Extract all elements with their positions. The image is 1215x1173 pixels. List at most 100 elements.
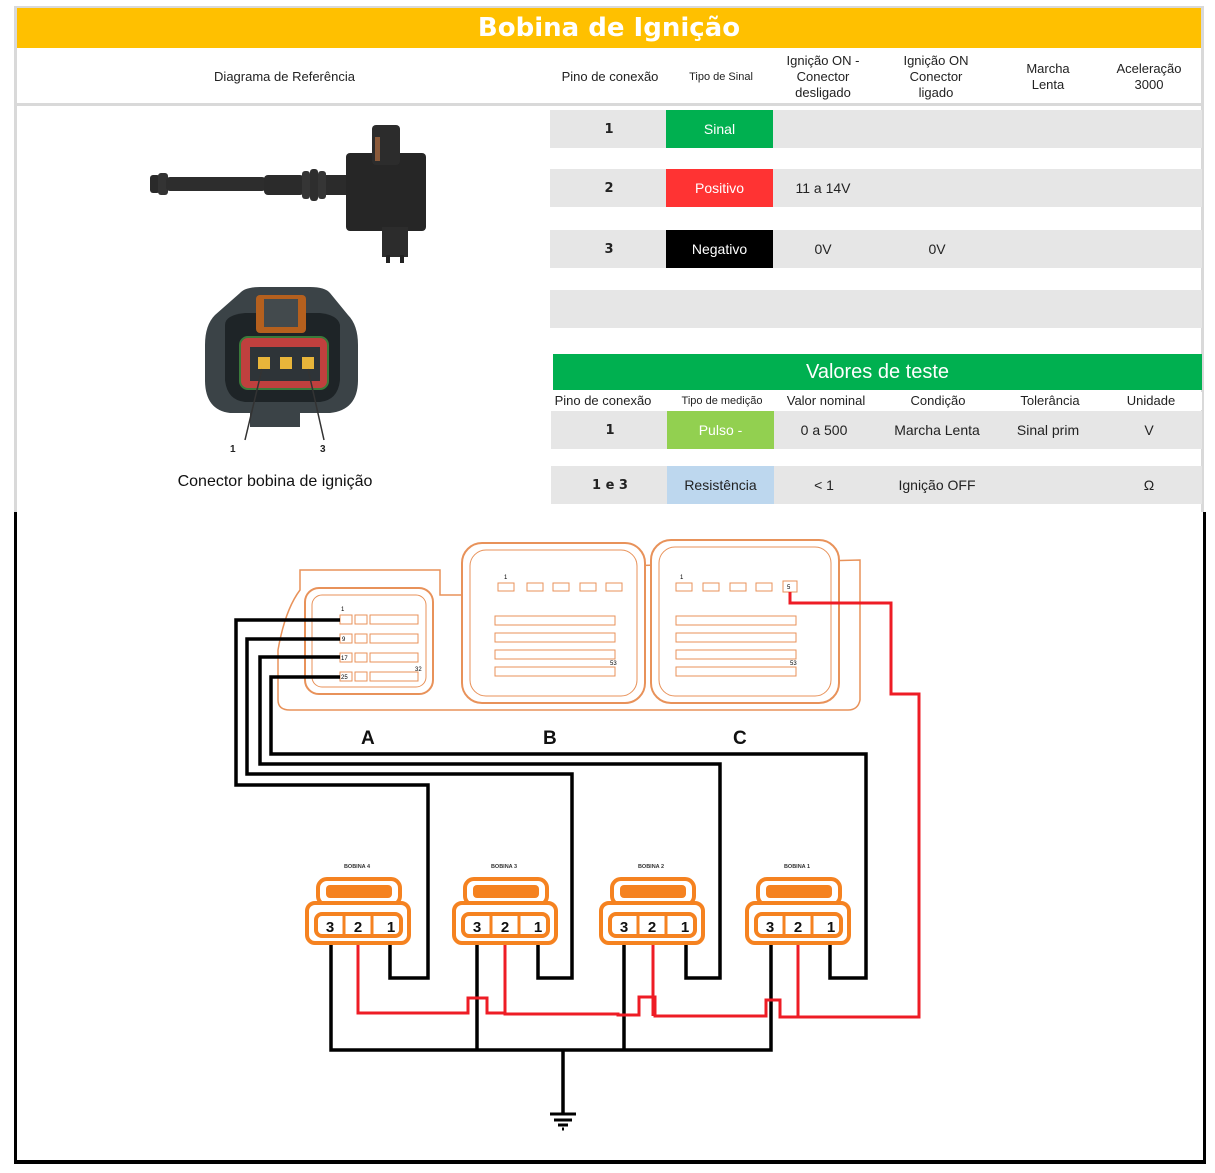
header-ign-on-disconnected: Ignição ON - Conector desligado	[786, 53, 860, 100]
connector-a: 1 9 17 25 32	[304, 587, 434, 695]
coil-pin-block	[314, 912, 403, 938]
pin-label-c5: 5	[787, 585, 791, 591]
coil-label: BOBINA 3	[491, 864, 517, 870]
table-row: 3 Negativo 0V 0V	[550, 230, 1202, 268]
header-reference: Diagrama de Referência	[214, 69, 355, 84]
pin-label-c53: 53	[790, 661, 797, 667]
reference-caption: Conector bobina de ignição	[177, 473, 373, 490]
value-ign-on-disconnected: 11 a 14V	[795, 180, 851, 196]
tv-header-condition: Condição	[910, 393, 966, 408]
pin-label-a9: 9	[342, 637, 346, 643]
coil-pin-number: 2	[501, 919, 509, 936]
pin-label-b1: 1	[504, 575, 508, 581]
tv-header-type: Tipo de medição	[681, 395, 763, 407]
value-ign-on-disconnected: 0V	[814, 241, 832, 257]
ground-icon	[550, 1112, 576, 1131]
coil-latch-slot	[326, 885, 392, 898]
tv-nominal: < 1	[814, 477, 834, 493]
page-title: Bobina de Ignição	[17, 8, 1201, 48]
coil-label: BOBINA 2	[638, 864, 664, 870]
reference-image: 1 3	[150, 125, 426, 455]
coil-connector-2: BOBINA 2 3 2 1	[599, 864, 705, 945]
tv-unit: Ω	[1143, 477, 1155, 493]
wire-a25-bobina1	[269, 675, 868, 980]
connector-image: 1 3	[205, 287, 358, 455]
tv-type-badge: Pulso -	[667, 411, 774, 449]
coil-pin-block	[754, 912, 843, 938]
coil-connector-3: BOBINA 3 3 2 1	[452, 864, 558, 945]
test-values-row: 1 e 3 Resistência < 1 Ignição OFF Ω	[551, 466, 1202, 504]
coil-label: BOBINA 1	[784, 864, 810, 870]
coil-latch-slot	[473, 885, 539, 898]
header-signal-type: Tipo de Sinal	[689, 71, 753, 83]
header-accel: Aceleração 3000	[1116, 61, 1182, 92]
coil-label: BOBINA 4	[344, 864, 371, 870]
connector-label-a: A	[361, 728, 375, 749]
pin-label-b53: 53	[610, 661, 617, 667]
wire-supply-c5	[356, 592, 921, 1019]
test-values-row: 1 Pulso - 0 a 500 Marcha Lenta Sinal pri…	[551, 411, 1202, 449]
header-pin: Pino de conexão	[561, 69, 659, 84]
connector-label-b: B	[543, 728, 557, 749]
coil-pin-number: 1	[534, 919, 542, 936]
coil-pin-number: 3	[473, 919, 481, 936]
wire-a9-bobina3	[245, 637, 574, 980]
ecu-housing	[277, 559, 861, 711]
coil-pin-number: 2	[794, 919, 802, 936]
coil-pin-number: 2	[648, 919, 656, 936]
test-values-title: Valores de teste	[553, 354, 1202, 390]
pin-number: 3	[604, 241, 614, 257]
test-values-header: Pino de conexão Tipo de medição Valor no…	[553, 392, 1202, 410]
connector-pin-label-1: 1	[230, 444, 236, 455]
pin-label-a32: 32	[415, 667, 422, 673]
ignition-coil-image	[150, 125, 426, 263]
value-ign-on-connected: 0V	[928, 241, 946, 257]
coil-pin-number: 3	[326, 919, 334, 936]
coil-pin-number: 1	[387, 919, 395, 936]
connector-b: 1 53	[461, 542, 646, 704]
tv-pin: 1	[605, 422, 615, 438]
tv-condition: Ignição OFF	[898, 477, 976, 493]
coil-latch-slot	[766, 885, 832, 898]
signal-badge: Negativo	[666, 230, 773, 268]
connector-pin-label-3: 3	[320, 444, 326, 455]
connector-c: 1 5 53	[650, 539, 840, 704]
signal-badge: Positivo	[666, 169, 773, 207]
wire-ground-bus	[329, 940, 773, 1052]
table-row: 1 Sinal	[550, 110, 1202, 148]
tv-header-unit: Unidade	[1126, 393, 1176, 408]
coil-latch-slot	[620, 885, 686, 898]
tv-header-nominal: Valor nominal	[786, 393, 866, 408]
pin-label-a1: 1	[341, 607, 345, 613]
coil-pin-number: 1	[827, 919, 835, 936]
coil-pin-number: 2	[354, 919, 362, 936]
tv-tolerance: Sinal prim	[1016, 422, 1080, 438]
pin-label-c1: 1	[680, 575, 684, 581]
table-header-row: Diagrama de Referência Pino de conexão T…	[17, 48, 1201, 106]
coil-pin-block	[608, 912, 697, 938]
wire-a17-bobina2	[258, 655, 722, 980]
coil-pin-number: 3	[766, 919, 774, 936]
tv-pin: 1 e 3	[592, 477, 628, 493]
table-row: 2 Positivo 11 a 14V	[550, 169, 1202, 207]
pin-label-a17: 17	[341, 656, 348, 662]
signal-badge: Sinal	[666, 110, 773, 148]
coil-pin-block	[461, 912, 550, 938]
header-idle: Marcha Lenta	[1026, 61, 1070, 92]
header-ign-on-connected: Ignição ON Conector ligado	[903, 53, 969, 100]
tv-type-badge: Resistência	[667, 466, 774, 504]
tv-unit: V	[1144, 422, 1154, 438]
pin-number: 1	[604, 121, 614, 137]
tv-header-pin: Pino de conexão	[554, 393, 652, 408]
coil-connector-4: BOBINA 4 3 2 1	[305, 864, 411, 945]
tv-condition: Marcha Lenta	[894, 422, 980, 438]
tv-nominal: 0 a 500	[800, 422, 848, 438]
pin-number: 2	[604, 180, 614, 196]
coil-pin-number: 3	[620, 919, 628, 936]
coil-connector-1: BOBINA 1 3 2 1	[745, 864, 851, 945]
coil-pin-number: 1	[681, 919, 689, 936]
connector-label-c: C	[733, 728, 747, 749]
table-row-empty	[550, 290, 1202, 328]
pin-label-a25: 25	[341, 675, 348, 681]
